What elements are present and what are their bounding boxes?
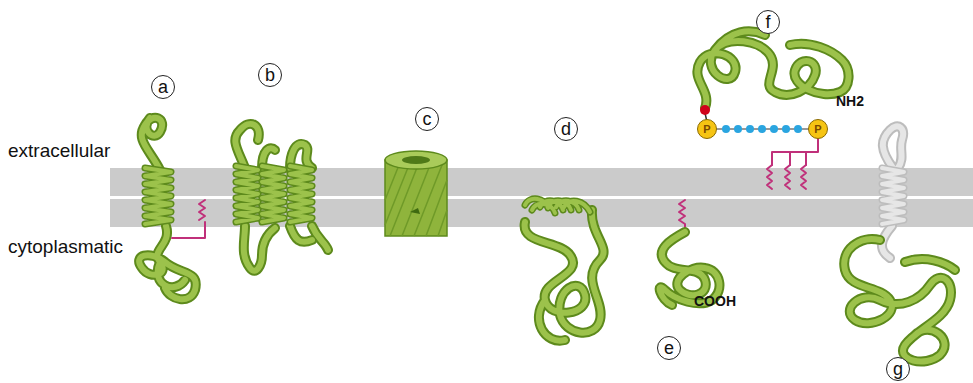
callout-letter: b — [258, 63, 282, 87]
protein-b — [235, 124, 328, 271]
region-label: extracellular — [8, 140, 110, 162]
node-text: P — [703, 124, 710, 135]
phosphate-circle: P — [697, 119, 717, 139]
node-text: e — [664, 339, 674, 357]
callout-letter: e — [657, 336, 681, 360]
node-text: P — [814, 124, 821, 135]
callout-letter: a — [151, 75, 175, 99]
callout-letter: d — [554, 117, 578, 141]
node-text: a — [158, 78, 168, 96]
protein-a — [139, 118, 205, 299]
callout-letter: c — [415, 107, 439, 131]
protein-f — [697, 31, 848, 189]
node-text: c — [423, 110, 432, 128]
callout-letter: g — [886, 357, 910, 381]
protein-d — [525, 199, 604, 341]
protein-g — [844, 126, 955, 361]
node-text: f — [765, 13, 770, 31]
terminus-label: COOH — [694, 293, 736, 309]
callout-letter: f — [756, 10, 780, 34]
node-text: d — [561, 120, 571, 138]
protein-e — [660, 200, 720, 305]
terminus-label: NH2 — [836, 93, 864, 109]
beta-barrel — [385, 151, 447, 236]
region-label: cytoplasmatic — [8, 236, 123, 258]
phosphate-circle: P — [808, 119, 828, 139]
node-text: b — [265, 66, 275, 84]
node-text: g — [893, 360, 903, 378]
